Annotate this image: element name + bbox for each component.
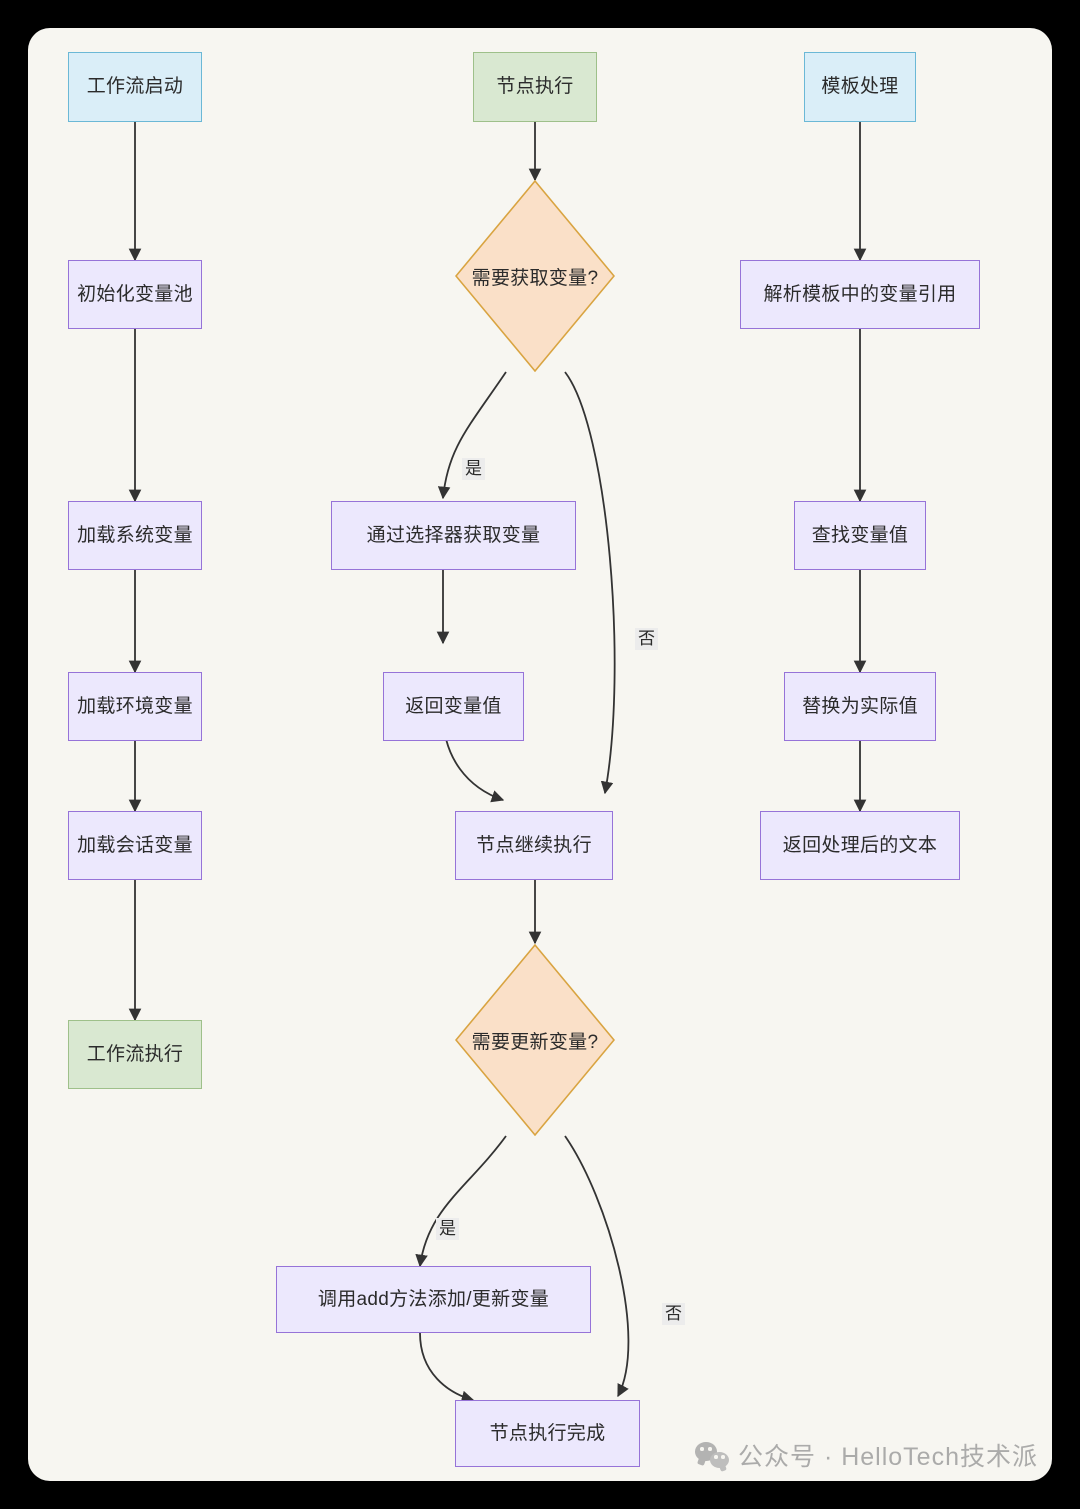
node-load-session-variables[interactable]: 加载会话变量: [68, 811, 202, 880]
node-template-process[interactable]: 模板处理: [804, 52, 916, 122]
node-call-add-method[interactable]: 调用add方法添加/更新变量: [276, 1266, 591, 1333]
edge-label-no-2: 否: [662, 1303, 685, 1326]
edge-m2-yes-m3: [437, 371, 507, 500]
node-return-processed-text[interactable]: 返回处理后的文本: [760, 811, 960, 880]
edge-m6-no-m8: [564, 1135, 630, 1398]
node-node-execute[interactable]: 节点执行: [473, 52, 597, 122]
diamond-shape: [454, 943, 616, 1137]
watermark-text: 公众号 · HelloTech技术派: [738, 1443, 1038, 1471]
decision-need-get-variable[interactable]: 需要获取变量?: [454, 179, 616, 373]
node-get-variable-by-selector[interactable]: 通过选择器获取变量: [331, 501, 576, 570]
node-workflow-execute[interactable]: 工作流执行: [68, 1020, 202, 1089]
diagram-canvas: 工作流启动 初始化变量池 加载系统变量 加载环境变量 加载会话变量 工作流执行 …: [28, 28, 1052, 1481]
node-return-variable-value[interactable]: 返回变量值: [383, 672, 524, 741]
node-workflow-start[interactable]: 工作流启动: [68, 52, 202, 122]
node-node-execute-complete[interactable]: 节点执行完成: [455, 1400, 640, 1467]
edge-m7-m8: [419, 1332, 475, 1404]
edge-m2-no-m5: [564, 371, 616, 795]
node-load-env-variables[interactable]: 加载环境变量: [68, 672, 202, 741]
node-node-continue-execute[interactable]: 节点继续执行: [455, 811, 613, 880]
diamond-shape: [454, 179, 616, 373]
edge-m6-yes-m7: [415, 1135, 507, 1268]
wechat-icon: [695, 1442, 729, 1468]
node-parse-template-refs[interactable]: 解析模板中的变量引用: [740, 260, 980, 329]
edge-label-yes-2: 是: [436, 1218, 459, 1241]
decision-need-update-variable[interactable]: 需要更新变量?: [454, 943, 616, 1137]
node-lookup-variable-value[interactable]: 查找变量值: [794, 501, 926, 570]
edge-label-yes-1: 是: [462, 458, 485, 481]
edges-layer: [128, 122, 867, 1404]
edge-label-no-1: 否: [635, 628, 658, 651]
watermark: 公众号 · HelloTech技术派: [695, 1437, 1038, 1473]
node-load-system-variables[interactable]: 加载系统变量: [68, 501, 202, 570]
node-replace-with-actual[interactable]: 替换为实际值: [784, 672, 936, 741]
node-init-variable-pool[interactable]: 初始化变量池: [68, 260, 202, 329]
